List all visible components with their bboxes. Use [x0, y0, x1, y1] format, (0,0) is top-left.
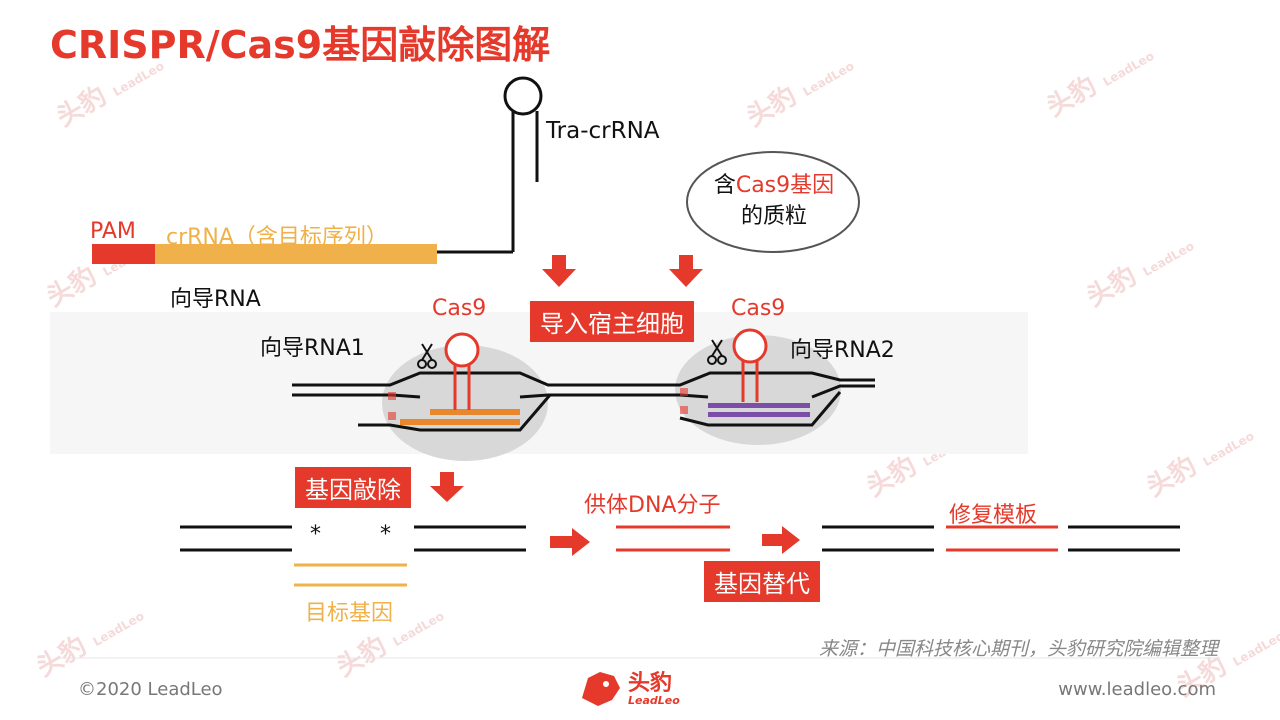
sgrna-loop-right: [732, 328, 768, 364]
cas9-target-right-2: [708, 412, 810, 417]
dna-strand-right: [811, 384, 875, 399]
repair-template-label: 修复模板: [949, 503, 1038, 528]
tracr-loop: [503, 76, 543, 116]
crrna-label: crRNA（含目标序列）: [166, 225, 388, 250]
website-link[interactable]: www.leadleo.com: [1058, 679, 1216, 700]
dna-strand-bottom-right: [679, 391, 842, 427]
target-gene-label: 目标基因: [305, 601, 394, 626]
plasmid-prefix: 含: [713, 173, 736, 198]
knockout-badge: 基因敲除: [295, 467, 411, 508]
cas9-label-left: Cas9: [432, 296, 487, 321]
cas9-target-right-1: [708, 403, 810, 408]
donor-dna-label: 供体DNA分子: [584, 493, 721, 518]
cas9-label-right: Cas9: [731, 296, 786, 321]
plasmid-highlight: Cas9基因: [735, 173, 835, 198]
process-arrow-1: [550, 528, 590, 556]
process-arrow-2: [762, 526, 800, 554]
plasmid-ellipse: [686, 151, 860, 253]
pam-mark-right: [680, 388, 688, 396]
pam-mark-left-2: [388, 412, 396, 420]
dna-strand-bottom: [358, 394, 552, 432]
pam-mark-right-2: [680, 406, 688, 414]
guide-rna1-label: 向导RNA1: [260, 336, 365, 361]
pam-mark-left: [388, 392, 396, 400]
footer-logo: 头豹 LeadLeo: [578, 668, 680, 710]
dna-strand-top: [292, 371, 875, 387]
pam-segment: [92, 244, 155, 264]
scissors-icon: [417, 343, 437, 369]
scissors-icon: [707, 339, 727, 365]
import-arrow-right: [669, 255, 703, 287]
copyright: ©2020 LeadLeo: [78, 679, 223, 700]
plasmid-suffix: 的质粒: [740, 204, 807, 229]
import-host-badge: 导入宿主细胞: [530, 301, 694, 342]
sgrna-loop-left: [444, 332, 480, 368]
crrna-segment: [155, 244, 437, 264]
logo-subtext: LeadLeo: [628, 693, 680, 707]
cas9-target-left-2: [400, 419, 520, 425]
knockout-arrow: [430, 472, 464, 502]
import-arrow-left: [542, 255, 576, 287]
replacement-badge: 基因替代: [704, 561, 820, 602]
tracr-label: Tra-crRNA: [546, 118, 660, 144]
pam-label: PAM: [90, 219, 136, 244]
mutation-star-left: *: [310, 522, 321, 547]
page-title: CRISPR/Cas9基因敲除图解: [50, 23, 551, 67]
guide-rna2-label: 向导RNA2: [790, 338, 895, 363]
cas9-target-left-1: [430, 409, 520, 415]
leopard-logo-icon: [582, 672, 620, 706]
dna-strand-middle: [519, 393, 709, 399]
plasmid-label: 含Cas9基因 的质粒: [694, 170, 854, 232]
mutation-star-right: *: [380, 522, 391, 547]
source-note: 来源：中国科技核心期刊，头豹研究院编辑整理: [818, 638, 1218, 660]
guide-rna-label: 向导RNA: [170, 287, 261, 312]
logo-text: 头豹: [628, 670, 673, 696]
